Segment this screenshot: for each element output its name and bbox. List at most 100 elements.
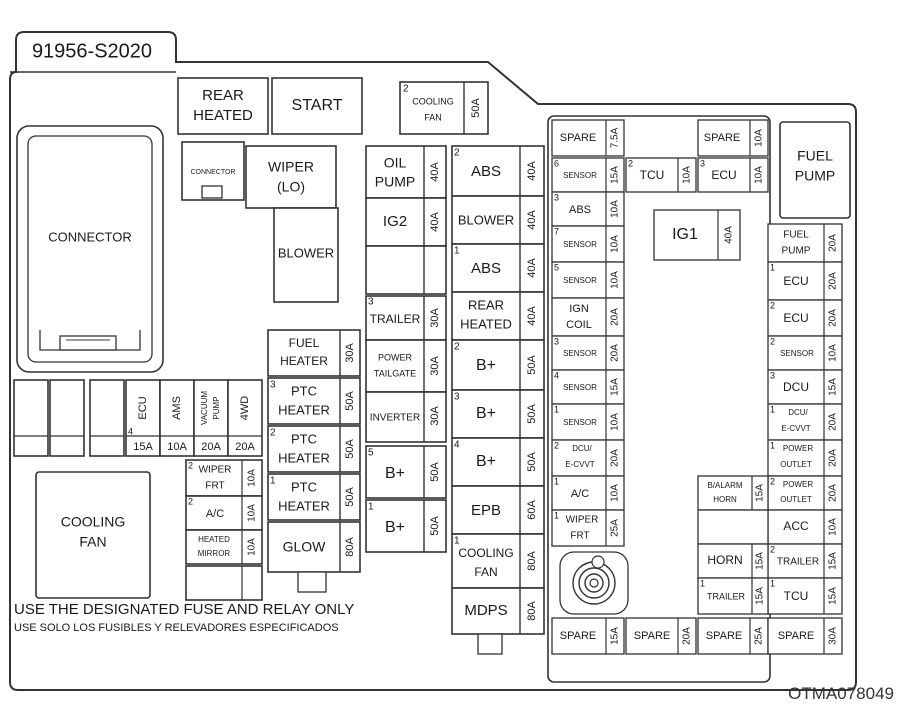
fuse-spare-10-top: SPARE 10A bbox=[697, 119, 769, 157]
svg-text:25A: 25A bbox=[610, 519, 621, 537]
fuse-abs-2: 2 ABS 40A bbox=[451, 145, 545, 197]
svg-text:VACUUM: VACUUM bbox=[200, 391, 209, 425]
svg-text:2: 2 bbox=[628, 158, 633, 168]
svg-text:15A: 15A bbox=[610, 627, 621, 645]
svg-text:B+: B+ bbox=[476, 453, 496, 470]
svg-text:2: 2 bbox=[770, 476, 775, 486]
fuse-dcu-3: 3 DCU 15A bbox=[767, 369, 843, 405]
svg-text:1: 1 bbox=[554, 510, 559, 520]
svg-text:60A: 60A bbox=[526, 500, 538, 520]
fuse-inverter: INVERTER 30A bbox=[365, 391, 447, 443]
svg-text:HEATER: HEATER bbox=[278, 402, 330, 417]
rear-heated-relay-line1: REAR bbox=[202, 87, 244, 104]
svg-text:WIPER: WIPER bbox=[199, 465, 232, 476]
svg-text:6: 6 bbox=[554, 158, 559, 168]
svg-text:SPARE: SPARE bbox=[560, 630, 596, 642]
svg-text:10A: 10A bbox=[610, 484, 621, 502]
svg-text:PTC: PTC bbox=[291, 383, 317, 398]
svg-text:PUMP: PUMP bbox=[375, 174, 415, 190]
svg-text:30A: 30A bbox=[344, 343, 356, 363]
svg-text:20A: 20A bbox=[828, 309, 839, 327]
svg-text:40A: 40A bbox=[429, 212, 441, 232]
svg-text:FUEL: FUEL bbox=[289, 336, 320, 350]
svg-text:ECU: ECU bbox=[783, 274, 808, 288]
svg-text:50A: 50A bbox=[344, 487, 356, 507]
svg-text:20A: 20A bbox=[828, 484, 839, 502]
svg-text:50A: 50A bbox=[526, 355, 538, 375]
svg-text:ABS: ABS bbox=[471, 163, 501, 180]
svg-text:5: 5 bbox=[368, 448, 374, 459]
svg-text:2: 2 bbox=[188, 496, 193, 506]
svg-text:SPARE: SPARE bbox=[778, 630, 814, 642]
svg-text:SENSOR: SENSOR bbox=[563, 418, 597, 427]
connector-relay-label: CONNECTOR bbox=[191, 169, 236, 176]
connector-block: CONNECTOR bbox=[16, 125, 164, 373]
svg-text:HEATER: HEATER bbox=[280, 354, 328, 368]
svg-text:50A: 50A bbox=[344, 391, 356, 411]
mdps-tab bbox=[477, 633, 503, 655]
svg-text:HORN: HORN bbox=[707, 553, 742, 567]
svg-text:15A: 15A bbox=[828, 587, 839, 605]
fuel-pump-relay bbox=[779, 121, 851, 219]
svg-text:7.5A: 7.5A bbox=[610, 127, 621, 148]
blower-relay-label: BLOWER bbox=[278, 245, 334, 260]
fuse-b-plus-3: 3 B+ 50A bbox=[451, 389, 545, 439]
svg-text:10A: 10A bbox=[682, 166, 693, 184]
svg-text:REAR: REAR bbox=[468, 297, 504, 312]
svg-text:ECU: ECU bbox=[711, 168, 736, 182]
fuse-spare-bot-1: SPARE 15A bbox=[551, 617, 625, 655]
svg-text:30A: 30A bbox=[429, 406, 441, 426]
svg-text:FRT: FRT bbox=[570, 531, 589, 542]
svg-text:4: 4 bbox=[128, 426, 133, 436]
svg-text:IG2: IG2 bbox=[383, 213, 407, 230]
rear-heated-relay bbox=[177, 77, 269, 135]
notice-english: USE THE DESIGNATED FUSE AND RELAY ONLY bbox=[14, 601, 354, 618]
svg-text:IG1: IG1 bbox=[672, 226, 698, 243]
fuse-spare-7-5: SPARE 7.5A bbox=[551, 119, 625, 157]
svg-text:3: 3 bbox=[368, 297, 374, 308]
svg-text:TRAILER: TRAILER bbox=[707, 591, 746, 601]
svg-text:40A: 40A bbox=[526, 210, 538, 230]
fuse-acc: ACC 10A bbox=[767, 509, 843, 545]
svg-text:3: 3 bbox=[270, 380, 276, 391]
fuse-sensor-2: 2 SENSOR 10A bbox=[767, 335, 843, 371]
svg-text:BLOWER: BLOWER bbox=[458, 212, 514, 227]
fuse-empty-mid bbox=[697, 509, 769, 545]
svg-text:10A: 10A bbox=[828, 518, 839, 536]
fuse-ac-2: 2 A/C 10A bbox=[185, 495, 263, 531]
blower-relay bbox=[273, 207, 339, 303]
fuse-b-plus-1a: 1 B+ 50A bbox=[365, 499, 447, 553]
svg-text:TCU: TCU bbox=[640, 168, 665, 182]
svg-text:OUTLET: OUTLET bbox=[780, 460, 812, 469]
svg-text:1: 1 bbox=[770, 262, 775, 272]
svg-text:50A: 50A bbox=[526, 404, 538, 424]
svg-text:E-CVVT: E-CVVT bbox=[781, 424, 810, 433]
image-code: OTMA078049 bbox=[788, 684, 894, 703]
fuse-ecu-3: 3 ECU 10A bbox=[697, 157, 769, 193]
wiper-lo-line1: WIPER bbox=[268, 159, 314, 175]
notice-spanish: USE SOLO LOS FUSIBLES Y RELEVADORES ESPE… bbox=[14, 622, 339, 634]
svg-text:HEATER: HEATER bbox=[278, 450, 330, 465]
fuse-power-outlet-1: 1 POWER OUTLET 20A bbox=[767, 439, 843, 477]
fuse-b-alarm-horn: B/ALARM HORN 15A bbox=[697, 475, 769, 511]
svg-text:50A: 50A bbox=[429, 462, 441, 482]
fuse-dcuv-cvvt-1: 1 DCU/ E-CVVT 20A bbox=[767, 403, 843, 441]
fuel-pump-relay-line2: PUMP bbox=[795, 168, 835, 184]
svg-text:HEATER: HEATER bbox=[278, 498, 330, 513]
svg-text:2: 2 bbox=[188, 460, 193, 470]
fuse-sensor-5: 5 SENSOR 10A bbox=[551, 261, 625, 299]
svg-text:1: 1 bbox=[454, 246, 460, 257]
svg-text:1: 1 bbox=[554, 404, 559, 414]
fuse-sensor-6: 6 SENSOR 15A bbox=[551, 157, 625, 193]
fuse-sensor-1: 1 SENSOR 10A bbox=[551, 403, 625, 441]
fuse-b-plus-4: 4 B+ 50A bbox=[451, 437, 545, 487]
svg-text:15A: 15A bbox=[828, 378, 839, 396]
svg-text:TAILGATE: TAILGATE bbox=[374, 368, 416, 378]
svg-text:SPARE: SPARE bbox=[704, 132, 740, 144]
svg-text:15A: 15A bbox=[133, 441, 153, 453]
fuse-empty-small bbox=[185, 565, 263, 601]
fuel-pump-relay-line1: FUEL bbox=[797, 148, 833, 164]
left-fuse-row bbox=[13, 379, 125, 457]
svg-text:PTC: PTC bbox=[291, 479, 317, 494]
fuse-ecu-4: 4 ECU 15A bbox=[125, 379, 161, 457]
